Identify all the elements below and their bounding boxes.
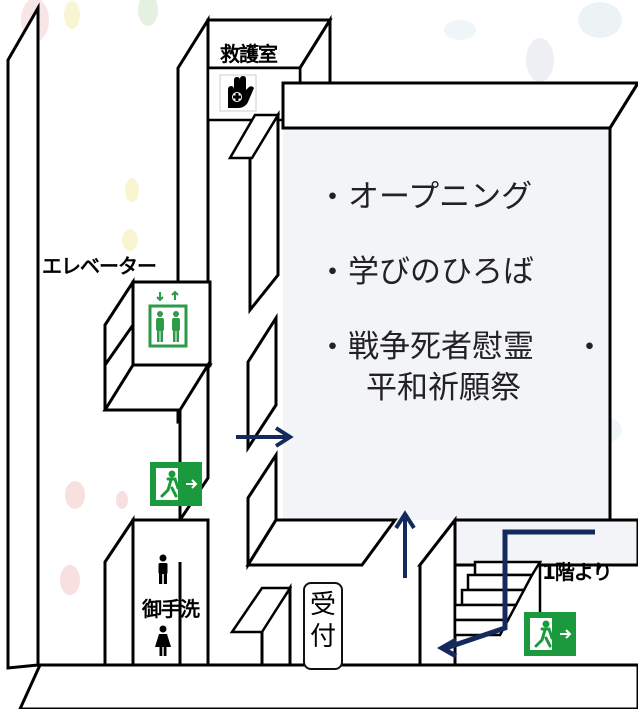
emergency-exit-icon <box>150 462 202 506</box>
program-item: ・ 戦争死者慰霊 ・ 平和祈願祭 <box>312 332 612 408</box>
elevator-box-front <box>103 276 135 370</box>
first-aid-hand-icon <box>219 74 257 112</box>
restroom-label: 御手洗 <box>142 597 200 621</box>
elevator-label: エレベーター <box>42 254 157 278</box>
bullet: ・ <box>317 180 348 216</box>
bottom-floor <box>18 663 638 709</box>
from-first-floor-label: 1階より <box>542 560 613 584</box>
emergency-exit-icon <box>524 612 576 656</box>
stair-route-arrow-icon <box>436 529 595 659</box>
reception-label-char: 付 <box>309 622 336 652</box>
arrow-icon <box>236 426 294 448</box>
program-item-text: 学びのひろば <box>348 254 534 290</box>
reception-label-char: 受 <box>309 590 336 620</box>
main-hall-floor <box>283 128 610 520</box>
arrow-up-icon <box>394 510 416 578</box>
program-item-text-line1: 戦争死者慰霊 <box>348 329 534 365</box>
bullet: ・ <box>317 255 348 291</box>
program-item: ・ オープニング <box>312 182 612 220</box>
left-wall <box>6 2 40 670</box>
reception-ledge <box>229 586 293 634</box>
elevator-icon <box>148 290 188 348</box>
hall-program-list: ・ オープニング ・ 学びのひろば ・ 戦争死者慰霊 ・ 平和祈願祭 <box>312 182 612 408</box>
hall-wall-middle <box>246 312 278 454</box>
first-aid-room-label: 救護室 <box>220 42 278 66</box>
main-hall-top <box>281 81 638 130</box>
reception-sign: 受 付 <box>303 582 343 670</box>
program-item-text-line2: 平和祈願祭 <box>366 370 521 406</box>
male-person-icon <box>149 552 177 586</box>
hall-wall-top-cap <box>227 113 281 160</box>
female-person-icon <box>149 623 177 659</box>
restroom-box <box>103 515 135 667</box>
elevator-box-bottom <box>102 363 213 412</box>
program-item: ・ 学びのひろば <box>312 257 612 295</box>
stair-block-side <box>418 515 457 667</box>
hall-floor-ledge <box>245 518 398 567</box>
bullet: ・ <box>317 330 348 366</box>
program-item-text: オープニング <box>348 179 533 215</box>
bullet: ・ <box>574 330 605 366</box>
